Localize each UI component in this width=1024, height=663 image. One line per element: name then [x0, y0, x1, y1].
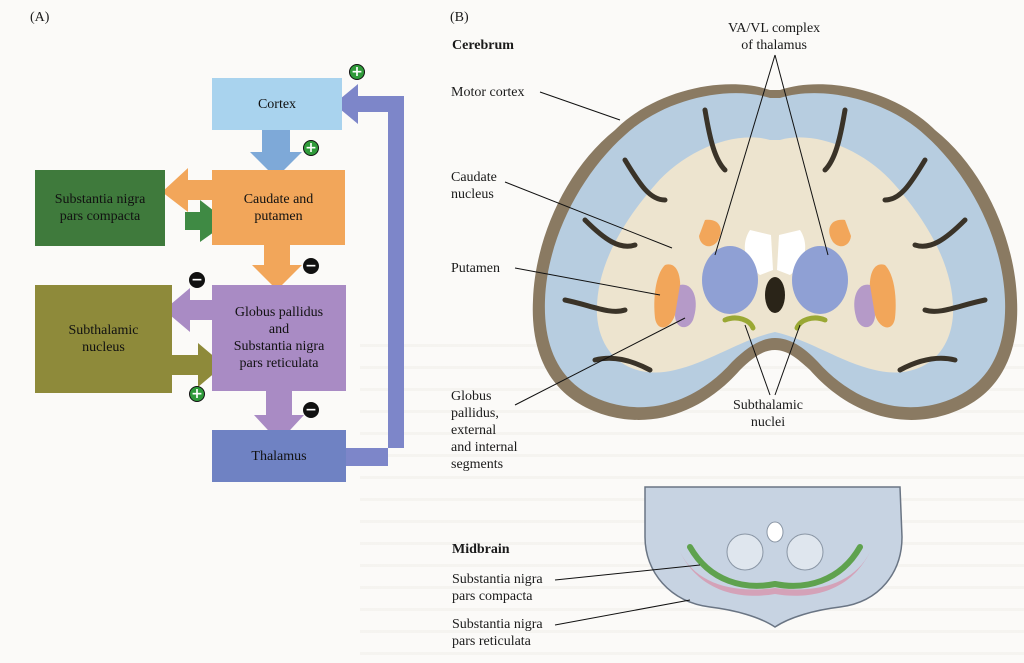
thalamus-right — [792, 246, 848, 314]
gp-snr-box-label: Globus pallidus and Substantia nigra par… — [233, 305, 325, 371]
arrow-thalamus-to-cortex-loop — [334, 84, 404, 466]
caudate-putamen-box-label: Caudate and putamen — [243, 191, 314, 224]
minus-sign-icon: − — [189, 272, 205, 288]
putamen-label: Putamen — [451, 261, 500, 276]
putamen-left — [654, 264, 681, 328]
coronal-brain-illustration — [532, 84, 1018, 420]
subthalamic-right — [794, 315, 828, 331]
globus-pallidus-right — [854, 284, 875, 328]
arrow-caudate-to-snc — [162, 168, 212, 212]
cerebrum-header: Cerebrum — [452, 38, 514, 53]
va-vl-complex-label: VA/VL complex of thalamus — [728, 21, 821, 53]
globus-pallidus-left — [675, 284, 696, 328]
cortex-box: Cortex — [212, 78, 342, 130]
thalamus-left — [702, 246, 758, 314]
snc-box: Substantia nigra pars compacta — [35, 170, 165, 246]
snc-label: Substantia nigra pars compacta — [452, 572, 543, 604]
snr-label: Substantia nigra pars reticulata — [452, 617, 543, 649]
plus-sign-icon: + — [349, 64, 365, 80]
arrow-cortex-to-caudate — [250, 130, 302, 178]
arrow-stn-to-gp — [172, 343, 224, 387]
caudate-putamen-box: Caudate and putamen — [212, 170, 345, 245]
arrow-snc-to-caudate — [185, 200, 228, 242]
midbrain-illustration — [644, 486, 903, 628]
arrow-gp-to-thalamus — [254, 390, 304, 442]
minus-sign-icon: − — [303, 402, 319, 418]
caudate-left — [699, 219, 721, 247]
midbrain-header: Midbrain — [452, 542, 510, 557]
globus-pallidus-label: Globus pallidus, external and internal s… — [451, 389, 518, 472]
motor-cortex-label: Motor cortex — [451, 85, 525, 100]
caudate-nucleus-label: Caudate nucleus — [451, 170, 497, 202]
cortex-box-label: Cortex — [257, 96, 297, 112]
snc-box-label: Substantia nigra pars compacta — [54, 192, 146, 224]
stn-box-label: Subthalamic nucleus — [68, 323, 139, 355]
thalamus-box: Thalamus — [212, 430, 346, 482]
panel-a-arrows — [162, 84, 404, 466]
midbrain-outline — [644, 486, 903, 628]
caudate-right — [829, 219, 851, 247]
gp-snr-box: Globus pallidus and Substantia nigra par… — [212, 285, 346, 391]
subthalamic-left — [722, 315, 756, 331]
putamen-right — [869, 264, 896, 328]
plus-sign-icon: + — [303, 140, 319, 156]
minus-sign-icon: − — [303, 258, 319, 274]
panel-a-label: (A) — [30, 10, 50, 25]
stn-box: Subthalamic nucleus — [35, 285, 172, 393]
thalamus-box-label: Thalamus — [251, 448, 307, 464]
panel-b-label: (B) — [450, 10, 469, 25]
subthalamic-nuclei-label: Subthalamic nuclei — [733, 398, 803, 430]
arrow-caudate-to-gp — [252, 245, 302, 290]
plus-sign-icon: + — [189, 386, 205, 402]
arrow-gp-to-stn — [164, 288, 212, 332]
snc-band — [687, 544, 863, 589]
